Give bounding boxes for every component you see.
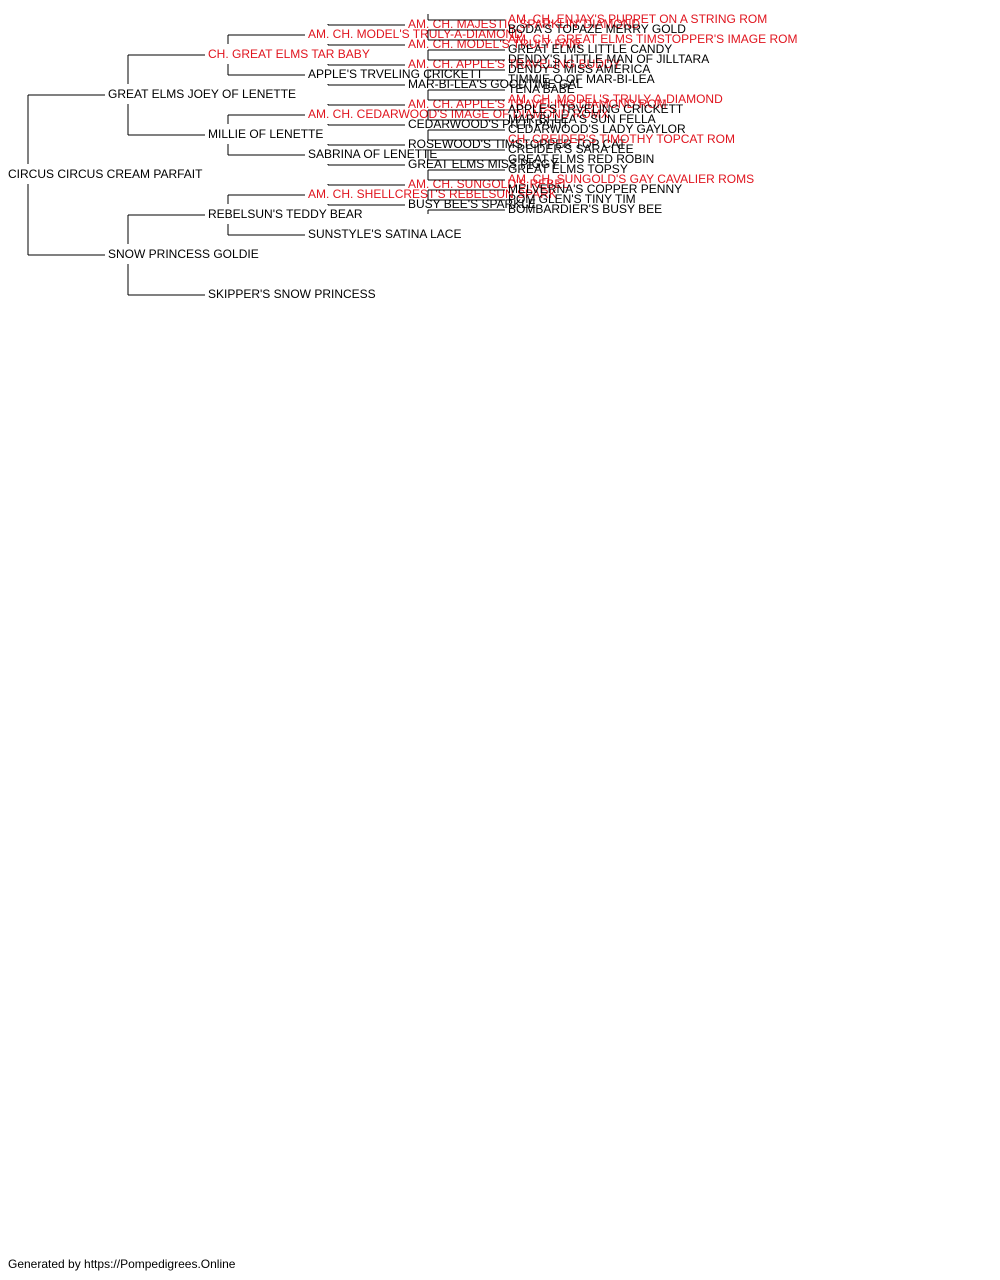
dog-name-gen5-pos8: AM. CH. MODEL'S TRULY-A-DIAMOND (508, 92, 723, 106)
dog-name-gen5-pos16: AM. CH. SUNGOLD'S GAY CAVALIER ROMS (508, 172, 754, 186)
dog-name-gen5-pos19: BOMBARDIER'S BUSY BEE (508, 202, 662, 216)
footer-credit: Generated by https://Pompedigrees.Online (8, 1257, 236, 1271)
dog-name-gen5-pos6: TIMMIE O OF MAR-BI-LEA (508, 72, 655, 86)
dog-name-gen5-pos2: AM. CH. GREAT ELMS TIMSTOPPER'S IMAGE RO… (508, 32, 797, 46)
dog-name-gen5-pos13: CREIDER'S SARA LEE (508, 142, 634, 156)
dog-name-gen0-pos0: CIRCUS CIRCUS CREAM PARFAIT (8, 167, 203, 181)
dog-name-gen5-pos4: DENDY'S LITTLE MAN OF JILLTARA (508, 52, 709, 66)
dog-name-gen5-pos9: APPLE'S TRVELING CRICKETT (508, 102, 684, 116)
dog-name-gen3-pos3: SABRINA OF LENETTE (308, 147, 437, 161)
dog-name-gen5-pos5: DENDY'S MISS AMERICA (508, 62, 650, 76)
dog-name-gen5-pos10: MAR-BI-LEA'S SUN FELLA (508, 112, 656, 126)
dog-name-gen5-pos12: CH. CREIDER'S TIMOTHY TOPCAT ROM (508, 132, 735, 146)
dog-name-gen1-pos0: GREAT ELMS JOEY OF LENETTE (108, 87, 296, 101)
dog-name-gen3-pos5: SUNSTYLE'S SATINA LACE (308, 227, 461, 241)
dog-name-gen2-pos3: SKIPPER'S SNOW PRINCESS (208, 287, 376, 301)
dog-name-gen5-pos17: MELVERNA'S COPPER PENNY (508, 182, 682, 196)
dog-name-gen5-pos15: GREAT ELMS TOPSY (508, 162, 628, 176)
dog-name-gen2-pos1: MILLIE OF LENETTE (208, 127, 323, 141)
dog-name-gen3-pos2: AM. CH. CEDARWOOD'S IMAGE OF DIAMOND ROM… (308, 107, 609, 121)
dog-name-gen5-pos11: CEDARWOOD'S LADY GAYLOR (508, 122, 686, 136)
dog-name-gen5-pos0: AM. CH. ENJAY'S PUPPET ON A STRING ROM (508, 12, 767, 26)
dog-name-gen5-pos3: GREAT ELMS LITTLE CANDY (508, 42, 672, 56)
dog-name-gen5-pos14: GREAT ELMS RED ROBIN (508, 152, 654, 166)
dog-name-gen1-pos1: SNOW PRINCESS GOLDIE (108, 247, 259, 261)
dog-name-gen5-pos18: POM GLEN'S TINY TIM (508, 192, 636, 206)
dog-name-gen5-pos1: BODA'S TOPAZE MERRY GOLD (508, 22, 686, 36)
dog-name-gen5-pos7: TENA BABE (508, 82, 575, 96)
dog-name-gen2-pos0: CH. GREAT ELMS TAR BABY (208, 47, 370, 61)
dog-name-gen2-pos2: REBELSUN'S TEDDY BEAR (208, 207, 363, 221)
